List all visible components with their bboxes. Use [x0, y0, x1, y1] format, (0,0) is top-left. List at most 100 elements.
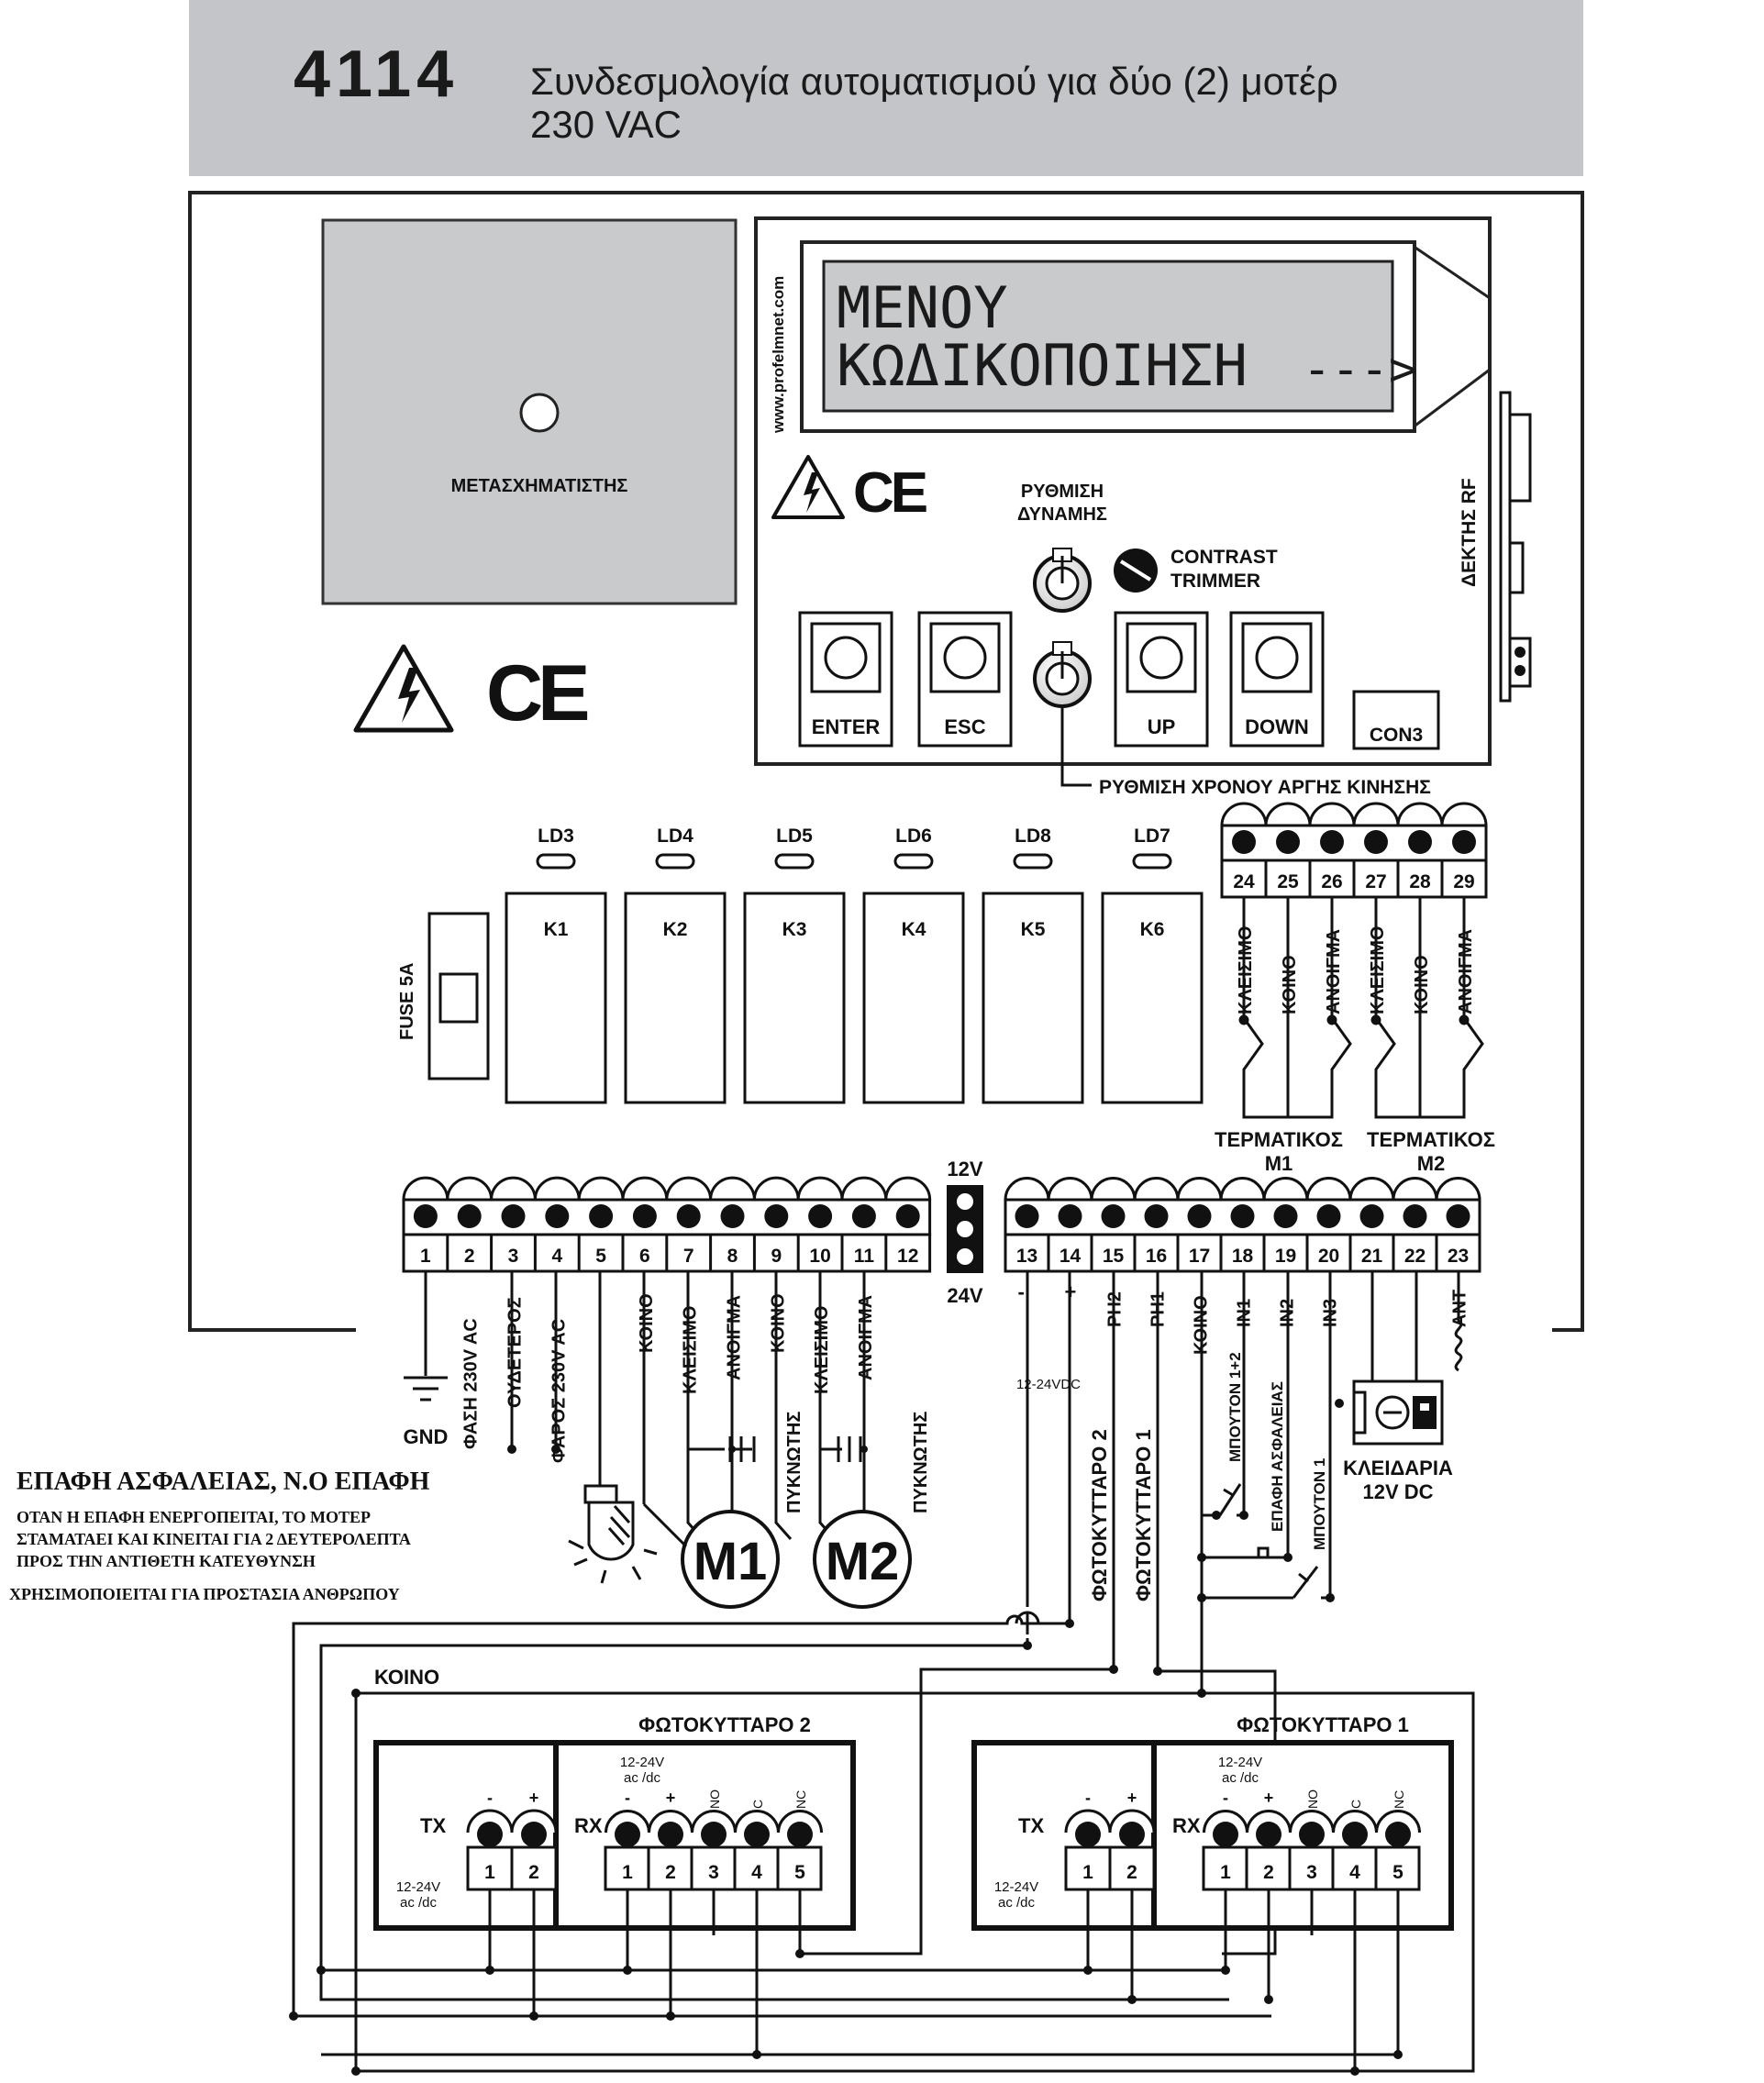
terminal-label: ΚΟΙΝΟ	[1280, 955, 1300, 1014]
terminal-number: 4	[551, 1246, 562, 1267]
terminal-number: 29	[1453, 871, 1474, 892]
terminal-number: 2	[464, 1246, 475, 1267]
terminal-screw	[658, 1822, 683, 1847]
safety-note: ΕΠΑΦΗ ΑΣΦΑΛΕΙΑΣ, Ν.Ο ΕΠΑΦΗ ΟΤΑΝ Η ΕΠΑΦΗ …	[9, 1468, 430, 1603]
terminal-screw	[1408, 830, 1432, 854]
pin-number: 2	[1263, 1862, 1274, 1883]
pin-sign: NO	[707, 1789, 722, 1809]
esc-button[interactable]: ESC	[917, 611, 1013, 748]
led-indicator	[774, 853, 815, 870]
pin-number: 5	[1392, 1862, 1403, 1883]
header-banner	[189, 0, 1583, 176]
down-button-label: DOWN	[1245, 715, 1309, 738]
terminal-screw	[851, 1204, 876, 1228]
terminal-number: 22	[1404, 1246, 1426, 1267]
capacitor-m1-label: ΠΥΚΝΩΤΗΣ	[784, 1412, 804, 1513]
pin-sign: +	[1264, 1789, 1274, 1807]
contrast-trimmer[interactable]	[1114, 548, 1158, 593]
pin-number: 2	[1126, 1862, 1137, 1883]
terminal-screw	[1075, 1822, 1101, 1847]
warning-lamp	[568, 1484, 658, 1584]
relay-label: K2	[663, 919, 688, 940]
terminal-number: 24	[1233, 871, 1255, 892]
terminal-number: 13	[1016, 1246, 1037, 1267]
relay-label: K4	[902, 919, 926, 940]
safety-note-line2: ΣΤΑΜΑΤΑΕΙ ΚΑΙ ΚΙΝΕΙΤΑΙ ΓΙΑ 2 ΔΕΥΤΕΡΟΛΕΠΤ…	[17, 1530, 411, 1548]
safety-contact-label: ΕΠΑΦΗ ΑΣΦΑΛΕΙΑΣ	[1269, 1381, 1286, 1532]
terminal-screw	[1316, 1204, 1341, 1228]
led-indicator	[1132, 853, 1172, 870]
pin-number: 1	[1220, 1862, 1231, 1883]
enter-button[interactable]: ENTER	[798, 611, 893, 748]
relay-label: K6	[1140, 919, 1165, 940]
relay-body	[743, 892, 846, 1104]
up-button[interactable]: UP	[1114, 611, 1209, 748]
website-label: www.profelmnet.com	[770, 276, 787, 434]
terminal-label: ΦΑΣΗ 230V AC	[461, 1318, 482, 1449]
slow-motion-trimmer[interactable]	[1033, 641, 1092, 708]
pin-number: 1	[622, 1862, 633, 1883]
pin-sign: -	[625, 1789, 630, 1807]
jumper-12v-label: 12V	[947, 1158, 982, 1180]
relay-body	[505, 892, 607, 1104]
terminal-number: 6	[639, 1246, 650, 1267]
terminal-screw	[589, 1204, 614, 1228]
pin-number: 2	[665, 1862, 676, 1883]
tx-label: TX	[1018, 1814, 1044, 1837]
terminal-screw	[1213, 1822, 1238, 1847]
pin-sign: NC	[1392, 1790, 1406, 1809]
terminal-screw	[413, 1204, 438, 1228]
fuse-label: FUSE 5A	[397, 963, 417, 1040]
lcd-screen	[822, 260, 1394, 413]
terminal-label: ΚΛΕΙΣΙΜΟ	[1368, 926, 1388, 1014]
terminal-screw	[1119, 1822, 1145, 1847]
enclosure-outline	[188, 191, 1584, 1332]
down-button[interactable]: DOWN	[1229, 611, 1325, 748]
terminal-label: ΟΥΔΕΤΕΡΟΣ	[505, 1297, 526, 1408]
relay-body	[624, 892, 727, 1104]
transformer-label: ΜΕΤΑΣΧΗΜΑΤΙΣΤΗΣ	[451, 476, 628, 496]
terminal-screw	[1187, 1204, 1212, 1228]
button1-label: ΜΠΟΥΤΟΝ 1	[1311, 1458, 1328, 1550]
board-marks: CE	[353, 644, 593, 737]
terminal-screw	[1256, 1822, 1281, 1847]
relay-body	[982, 892, 1084, 1104]
header-title-line2: 230 VAC	[530, 103, 682, 146]
fuse: FUSE 5A	[397, 912, 490, 1080]
terminal-number: 17	[1189, 1246, 1210, 1267]
terminal-screw	[1276, 830, 1300, 854]
motor-m1-label: M1	[693, 1532, 768, 1591]
pin-number: 4	[1349, 1862, 1360, 1883]
terminal-screw	[477, 1822, 503, 1847]
terminal-label: ΑΝΟΙΓΜΑ	[856, 1295, 876, 1380]
photocell-title: ΦΩΤΟΚΥΤΤΑΡΟ 2	[638, 1713, 811, 1736]
power-trimmer[interactable]	[1033, 548, 1092, 613]
terminal-screw	[1058, 1204, 1082, 1228]
photocell2-vertical-label: ΦΩΤΟΚΥΤΤΑΡΟ 2	[1088, 1429, 1111, 1601]
jumper-24v-label: 24V	[947, 1284, 982, 1307]
voltage-jumper[interactable]: 12V 24V	[947, 1158, 983, 1307]
button12-label: ΜΠΟΥΤΟΝ 1+2	[1226, 1352, 1244, 1462]
lcd-arrow: --->	[1303, 342, 1417, 397]
panel-lightning-icon	[804, 472, 820, 513]
pin-number: 1	[1082, 1862, 1093, 1883]
led-label: LD6	[895, 825, 932, 847]
led-indicator	[1013, 853, 1053, 870]
photocell-interconnects	[289, 1935, 1403, 2076]
slow-motion-leader	[1060, 706, 1092, 787]
terminal-label: ΚΟΙΝΟ	[1412, 955, 1432, 1014]
terminal-label: ΑΝΟΙΓΜΑ	[1324, 929, 1344, 1014]
terminal-screw	[744, 1822, 770, 1847]
pin-sign: +	[666, 1789, 676, 1807]
slow-motion-label: ΡΥΘΜΙΣΗ ΧΡΟΝΟΥ ΑΡΓΗΣ ΚΙΝΗΣΗΣ	[1099, 777, 1431, 798]
terminal-number: 7	[683, 1246, 694, 1267]
button-1	[1292, 1566, 1319, 1599]
terminal-label: ΦΑΡΟΣ 230V AC	[549, 1319, 569, 1463]
photocell1-vertical-label: ΦΩΤΟΚΥΤΤΑΡΟ 1	[1132, 1429, 1155, 1601]
terminal-screw	[632, 1204, 657, 1228]
